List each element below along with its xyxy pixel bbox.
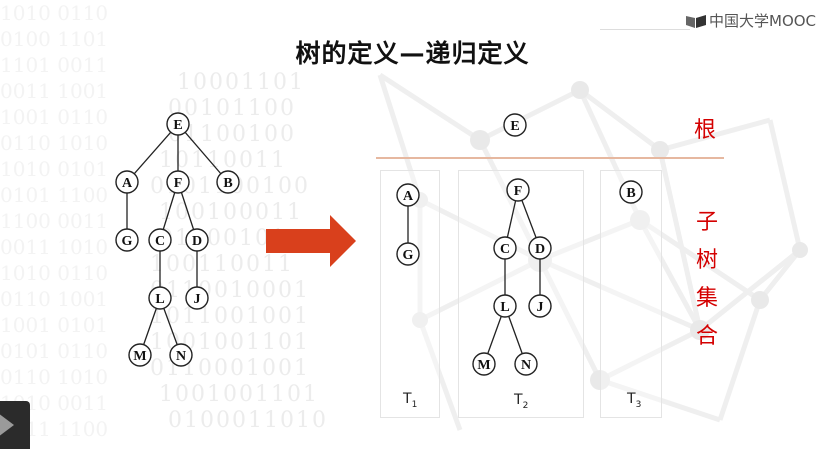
svg-text:L: L xyxy=(155,292,164,307)
svg-text:F: F xyxy=(514,184,523,199)
subtree-label-t2: T2 xyxy=(514,392,529,411)
svg-text:J: J xyxy=(194,292,201,307)
logo-underline xyxy=(600,29,690,30)
right-arrow-icon xyxy=(266,215,356,267)
svg-text:B: B xyxy=(626,186,635,201)
logo-text: 中国大学MOOC xyxy=(709,11,817,30)
root-label: 根 xyxy=(694,118,717,143)
svg-text:N: N xyxy=(176,349,186,364)
full-tree xyxy=(126,123,229,356)
subtree-set-char: 集 xyxy=(695,286,718,311)
svg-text:B: B xyxy=(223,176,232,191)
svg-text:M: M xyxy=(477,358,490,373)
subtree-box-t2 xyxy=(458,170,584,418)
full-tree-nodes xyxy=(115,112,240,367)
svg-text:L: L xyxy=(500,300,509,315)
play-button[interactable] xyxy=(0,401,30,449)
svg-text:C: C xyxy=(155,234,165,249)
subtree-set-char: 子 xyxy=(695,210,718,235)
subtree-label-t3: T3 xyxy=(627,391,642,410)
svg-text:C: C xyxy=(500,242,510,257)
subtree-box-t3 xyxy=(600,170,662,418)
mooc-logo: 中国大学MOOC xyxy=(686,10,816,30)
svg-text:E: E xyxy=(173,118,182,133)
subtree-label-t1: T1 xyxy=(403,391,418,410)
svg-text:J: J xyxy=(537,300,544,315)
svg-text:A: A xyxy=(122,176,133,191)
svg-text:D: D xyxy=(535,242,545,257)
root-divider-line xyxy=(376,157,724,159)
svg-text:A: A xyxy=(403,189,414,204)
subtree-box-t1 xyxy=(380,170,440,418)
svg-text:G: G xyxy=(122,234,133,249)
svg-text:G: G xyxy=(403,248,414,263)
svg-text:E: E xyxy=(510,119,519,134)
svg-text:M: M xyxy=(133,349,146,364)
subtree-set-char: 合 xyxy=(695,324,718,349)
subtree-set-label: 子 树 集 合 xyxy=(694,204,720,356)
svg-text:F: F xyxy=(174,176,183,191)
svg-text:D: D xyxy=(192,234,202,249)
background-binary-left: 1010 0110 0100 1101 1101 0011 0011 1001 … xyxy=(0,1,109,441)
mooc-book-icon xyxy=(686,13,706,28)
subtree-set-char: 树 xyxy=(695,248,718,273)
play-icon xyxy=(0,413,14,437)
svg-text:N: N xyxy=(521,358,531,373)
slide-title: 树的定义—递归定义 xyxy=(295,39,530,68)
